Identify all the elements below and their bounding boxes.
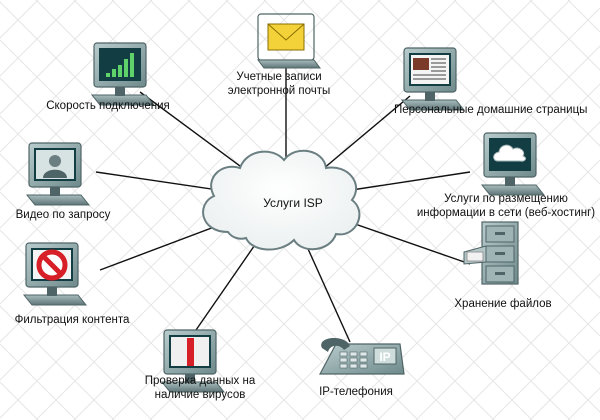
- ip-phone-icon: IP: [319, 337, 405, 375]
- grid-line: [0, 229, 191, 420]
- grid-line: [0, 0, 229, 229]
- isp-cloud: [202, 149, 361, 251]
- grid-line: [377, 197, 600, 420]
- grid-line: [187, 7, 600, 420]
- center-label: Услуги ISP: [263, 196, 323, 210]
- label-storage: Хранение файлов: [454, 298, 552, 310]
- grid-line: [453, 0, 600, 147]
- label-hosting: Услуги по размещению информации в сети (…: [416, 193, 596, 219]
- envelope-icon: [257, 13, 321, 69]
- grid-line: [415, 235, 600, 420]
- label-homepages: Персональные домашние страницы: [394, 104, 588, 116]
- grid-line: [415, 0, 600, 185]
- label-email: Учетные записи электронной почты: [227, 71, 331, 97]
- grid-line: [453, 273, 600, 420]
- grid-line: [0, 0, 343, 343]
- video-person-icon: [25, 142, 91, 206]
- virus-check-icon: [160, 329, 226, 393]
- signal-bars-icon: [90, 42, 156, 106]
- grid-line: [491, 311, 600, 420]
- grid-line: [0, 0, 267, 267]
- label-antivirus: Проверка данных на наличие вирусов: [144, 375, 256, 401]
- grid-line: [491, 0, 600, 109]
- grid-line: [0, 267, 153, 420]
- label-voip: IP-телефония: [319, 386, 393, 398]
- webpage-icon: [400, 47, 466, 111]
- phone-badge-text: IP: [379, 350, 390, 364]
- grid-line: [0, 0, 381, 381]
- grid-line: [339, 159, 600, 420]
- file-cabinet-icon: [463, 221, 519, 285]
- grid-line: [149, 0, 571, 420]
- grid-line: [0, 305, 115, 420]
- cloud-icon: [480, 132, 546, 196]
- grid-line: [225, 45, 600, 420]
- grid-line: [0, 343, 77, 420]
- label-speed: Скорость подключения: [46, 100, 170, 112]
- label-filter: Фильтрация контента: [14, 314, 130, 326]
- label-vod: Видео по запросу: [15, 209, 111, 221]
- prohibited-icon: [22, 242, 88, 306]
- grid-line: [0, 0, 77, 77]
- grid-line: [0, 0, 305, 305]
- grid-line: [0, 0, 115, 115]
- grid-line: [0, 0, 153, 153]
